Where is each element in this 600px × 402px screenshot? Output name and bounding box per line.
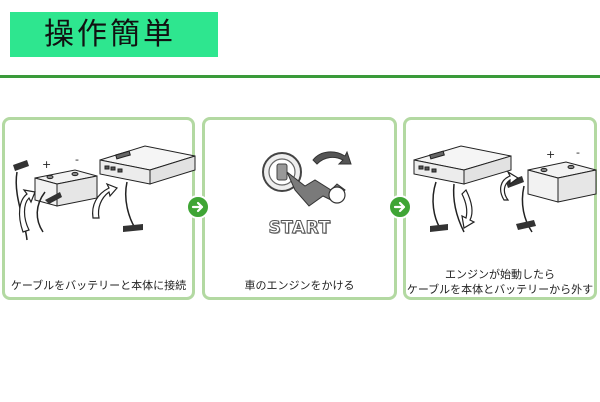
- clamps: [13, 160, 143, 232]
- start-label: START: [268, 218, 331, 239]
- svg-text:-: -: [75, 153, 79, 166]
- step-3-caption: エンジンが始動したら ケーブルを本体とバッテリーから外す: [406, 267, 594, 297]
- svg-text:+: +: [42, 158, 51, 171]
- clamps: [430, 176, 536, 232]
- step-3-caption-line-2: ケーブルを本体とバッテリーから外す: [406, 283, 594, 296]
- direction-arrows: [461, 170, 520, 229]
- ignition-key-icon: [262, 152, 346, 207]
- title-divider: [0, 75, 600, 78]
- step-3-illustration: + -: [413, 145, 597, 233]
- direction-arrows: [18, 182, 119, 233]
- car-battery-icon: + -: [527, 146, 597, 203]
- turn-arrow-icon: [312, 150, 352, 165]
- step-arrow-icon: [186, 195, 210, 219]
- title-banner: 操作簡単: [10, 12, 218, 57]
- car-battery-icon: + -: [34, 153, 98, 207]
- step-1-illustration: + -: [13, 145, 196, 241]
- step-2-illustration: [262, 150, 352, 207]
- step-arrow-icon: [388, 195, 412, 219]
- step-3-panel: + - エンジンが始動したら ケーブルを本体とバッテリーから外す: [403, 117, 597, 300]
- step-2-panel: START 車のエンジンをかける: [202, 117, 397, 300]
- step-1-caption: ケーブルをバッテリーと本体に接続: [10, 279, 187, 292]
- step-1-panel: + - ケーブルをバッテリーと本体に接続: [2, 117, 196, 300]
- jump-starter-icon: [413, 145, 512, 185]
- step-2-caption: 車のエンジンをかける: [244, 279, 355, 292]
- step-3-caption-line-1: エンジンが始動したら: [445, 268, 555, 281]
- jump-starter-icon: [99, 145, 196, 185]
- svg-text:+: +: [546, 148, 555, 161]
- page-title: 操作簡単: [44, 16, 176, 52]
- svg-text:-: -: [576, 146, 580, 159]
